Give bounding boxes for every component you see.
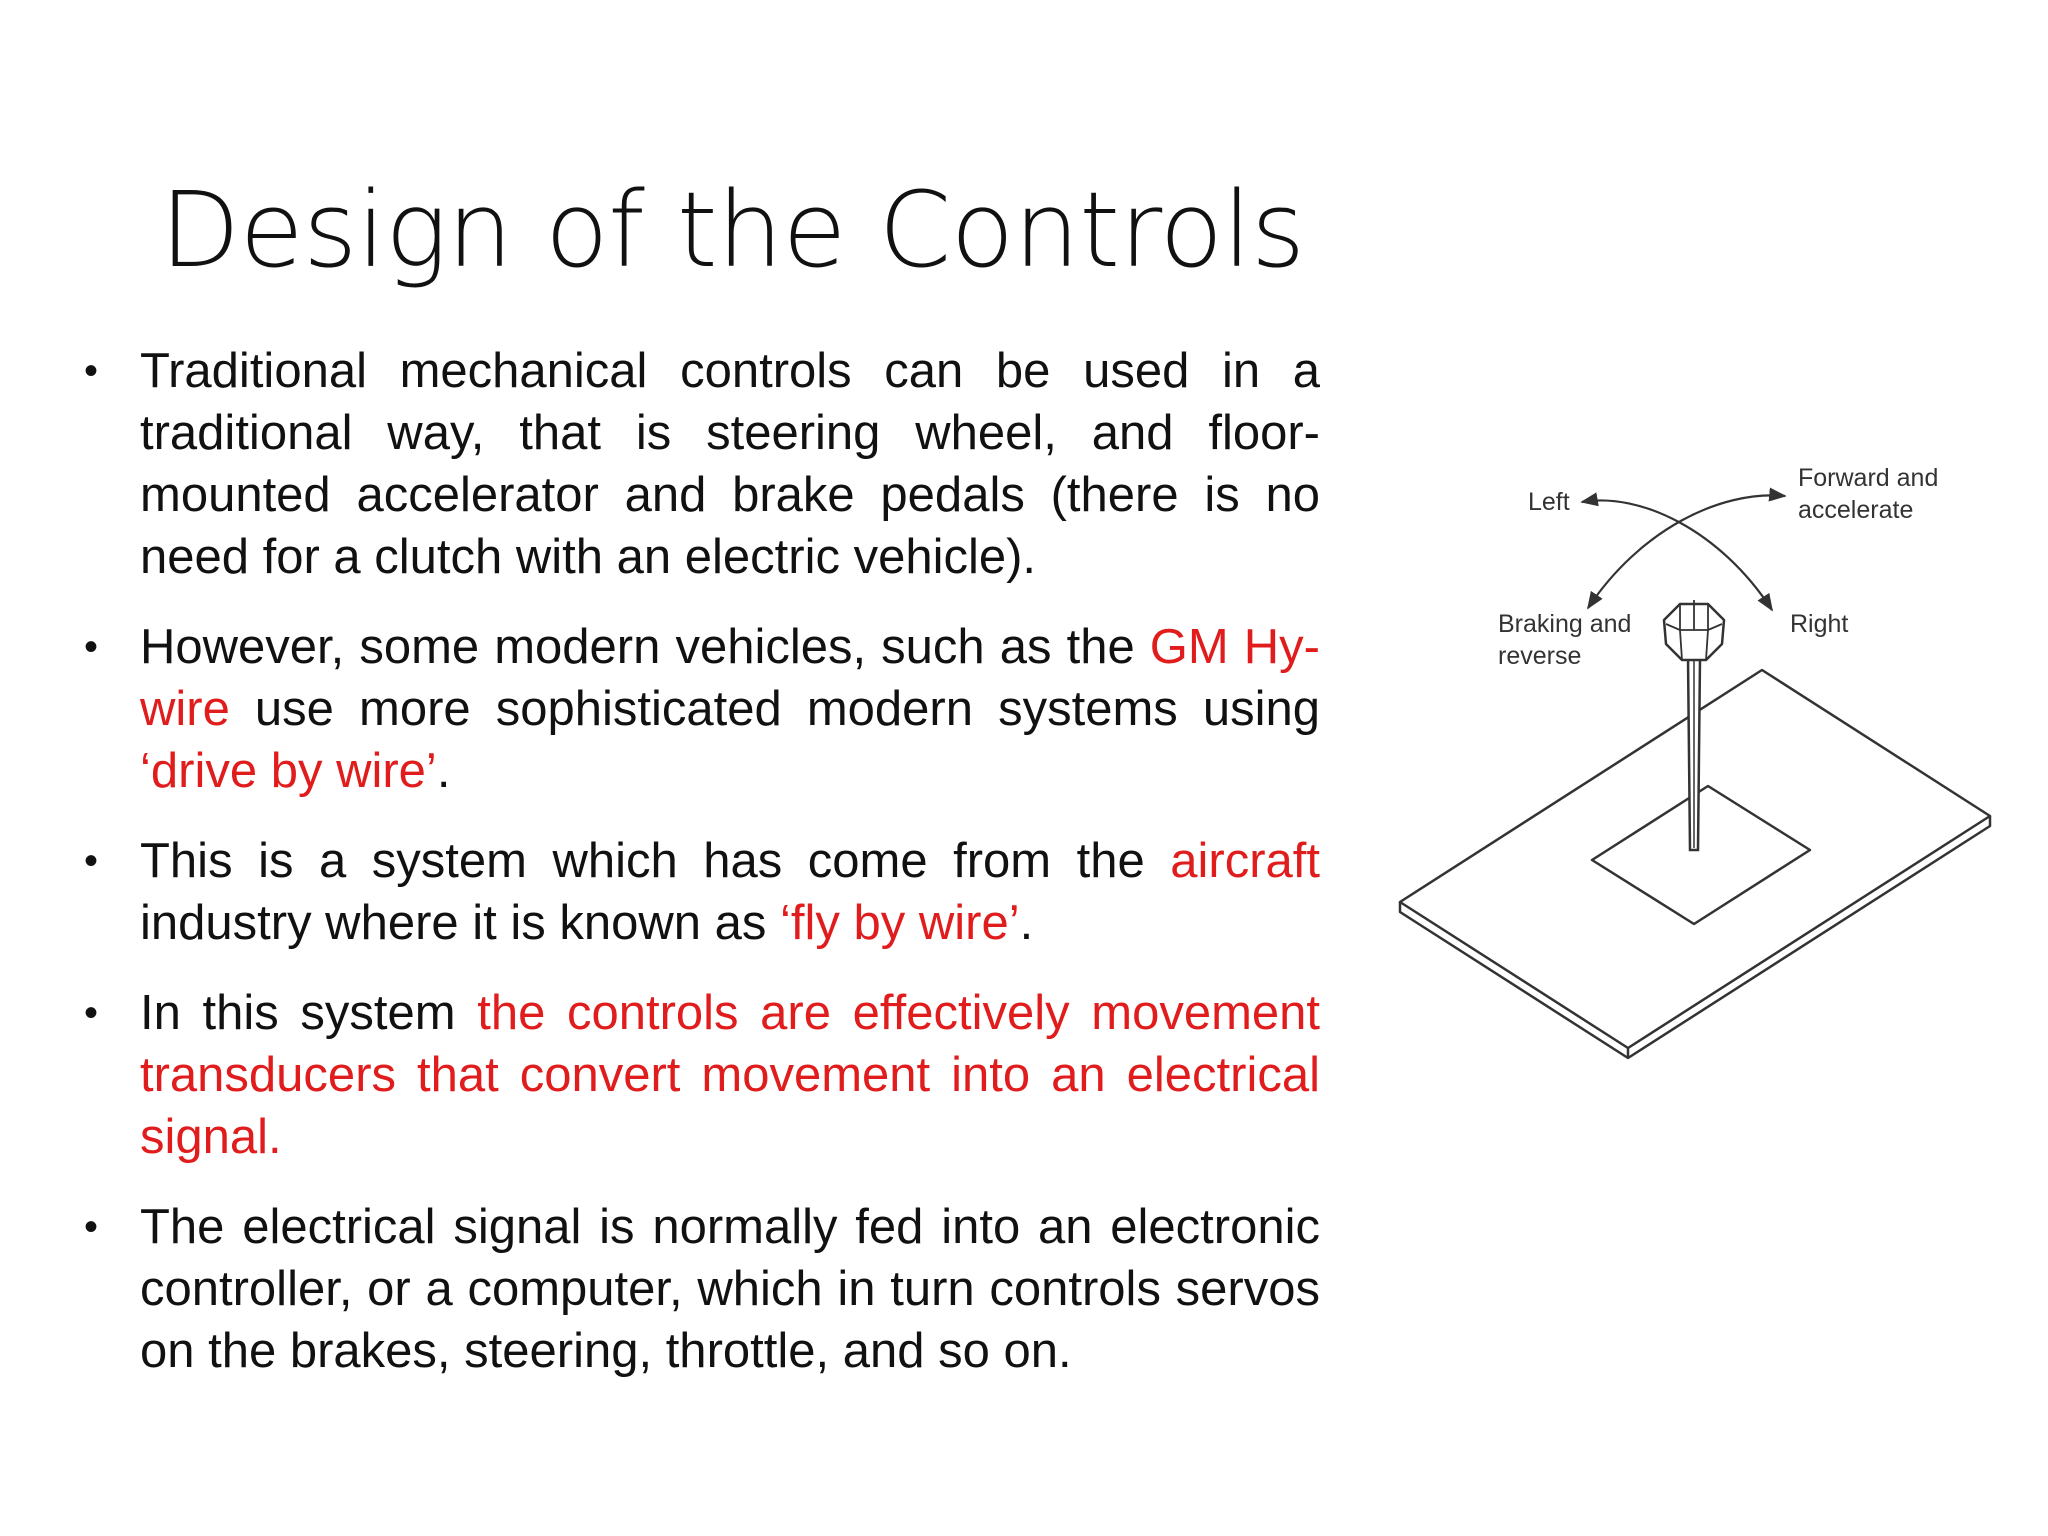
- bullet-item: • Traditional mechanical controls can be…: [84, 340, 1320, 588]
- base-plate: [1398, 668, 1992, 1060]
- text-segment: .: [436, 744, 451, 798]
- label-forward-line2: accelerate: [1798, 496, 1913, 524]
- label-right: Right: [1790, 610, 1848, 638]
- highlighted-text: the controls are effectively movement tr…: [140, 986, 1321, 1164]
- bullet-item: • In this system the controls are effect…: [84, 982, 1320, 1168]
- bullet-item: • The electrical signal is normally fed …: [84, 1196, 1320, 1382]
- label-forward-line1: Forward and: [1798, 464, 1938, 492]
- bullet-marker: •: [84, 625, 99, 669]
- label-left: Left: [1528, 488, 1570, 516]
- joystick-knob: [1662, 600, 1726, 662]
- text-segment: This is a system which has come from the: [140, 834, 1171, 888]
- bullet-marker: •: [84, 349, 99, 393]
- highlighted-text: GM Hy-wire: [140, 620, 1320, 736]
- bullet-item: • However, some modern vehicles, such as…: [84, 616, 1320, 802]
- text-segment: However, some modern vehicles, such as t…: [140, 620, 1150, 674]
- joystick-stick: [1686, 656, 1702, 852]
- direction-arrows: [1580, 487, 1787, 612]
- bullet-text: The electrical signal is normally fed in…: [140, 1200, 1320, 1378]
- bullet-marker: •: [84, 1205, 99, 1249]
- text-segment: The electrical signal is normally fed in…: [140, 1200, 1320, 1378]
- bullet-item: • This is a system which has come from t…: [84, 830, 1320, 954]
- joystick-diagram: Left Forward and accelerate Braking and …: [1398, 464, 1992, 1060]
- text-segment: .: [1019, 896, 1034, 950]
- gate-slot: [1590, 784, 1812, 926]
- bullet-text: This is a system which has come from the…: [140, 834, 1320, 950]
- highlighted-text: ‘drive by wire’: [140, 744, 437, 798]
- text-segment: In this system: [140, 986, 478, 1040]
- bullet-text: However, some modern vehicles, such as t…: [140, 620, 1320, 798]
- bullet-text: In this system the controls are effectiv…: [140, 986, 1320, 1164]
- bullet-text: Traditional mechanical controls can be u…: [140, 344, 1320, 584]
- bullet-list: • Traditional mechanical controls can be…: [84, 340, 1320, 1410]
- text-segment: industry where it is known as: [140, 896, 780, 950]
- bullet-marker: •: [84, 839, 99, 883]
- text-segment: Traditional mechanical controls can be u…: [140, 344, 1320, 584]
- label-braking-line1: Braking and: [1498, 610, 1631, 638]
- label-braking-line2: reverse: [1498, 642, 1581, 670]
- highlighted-text: ‘fly by wire’: [780, 896, 1020, 950]
- text-segment: use more sophisticated modern systems us…: [229, 682, 1320, 736]
- slide-title: Design of the Controls: [160, 169, 1305, 291]
- highlighted-text: aircraft: [1170, 834, 1320, 888]
- bullet-marker: •: [84, 991, 99, 1035]
